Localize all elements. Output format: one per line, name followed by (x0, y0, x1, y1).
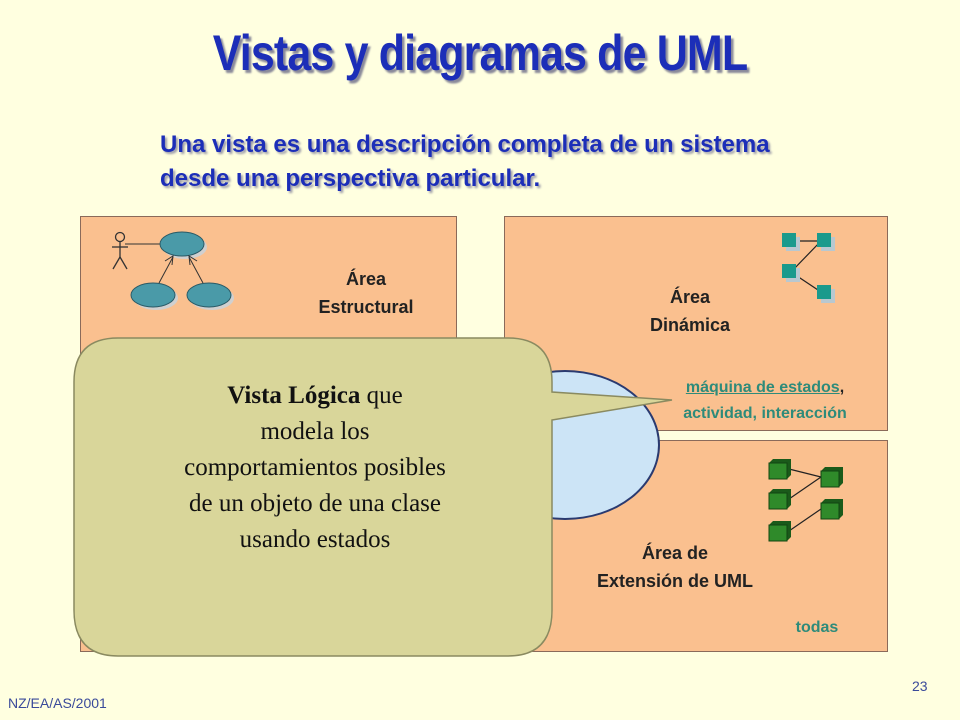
area-extension-line2: Extensión de UML (596, 571, 753, 591)
slide-title: Vistas y diagramas de UML (212, 25, 748, 81)
area-extension-label: Área de Extensión de UML (555, 539, 795, 595)
callout-line4: de un objeto de una clase (189, 490, 441, 517)
area-dinamica-line1: Área (669, 287, 711, 307)
callout-bold: Vista Lógica (227, 382, 361, 409)
callout-line5: usando estados (239, 526, 391, 553)
use-case-diagram-icon (112, 231, 234, 310)
area-estructural-line2: Estructural (318, 297, 414, 317)
area-dinamica-other-diagrams: actividad, interacción (683, 405, 847, 422)
area-dinamica-diagrams: máquina de estados, actividad, interacci… (655, 375, 875, 427)
callout-text: Vista Lógica que modela los comportamien… (95, 378, 535, 558)
page-number: 23 (912, 678, 928, 694)
maquina-estados-link[interactable]: máquina de estados (685, 379, 840, 396)
area-extension-note: todas (795, 619, 839, 636)
area-estructural-line1: Área (345, 269, 387, 289)
footer-author: NZ/EA/AS/2001 (8, 695, 107, 711)
diagrams-comma: , (839, 379, 845, 396)
callout-line2: modela los (260, 418, 370, 445)
callout-line3: comportamientos posibles (184, 454, 446, 481)
area-dinamica-label: Área Dinámica (605, 283, 775, 339)
callout-line1-rest: que (360, 382, 403, 409)
area-extension-line1: Área de (641, 543, 709, 563)
area-dinamica-line2: Dinámica (649, 315, 731, 335)
area-estructural-label: Área Estructural (281, 265, 451, 321)
state-diagram-icon (782, 233, 835, 303)
package-diagram-icon (768, 459, 843, 542)
slide-subtitle: Una vista es una descripción completa de… (160, 131, 770, 192)
